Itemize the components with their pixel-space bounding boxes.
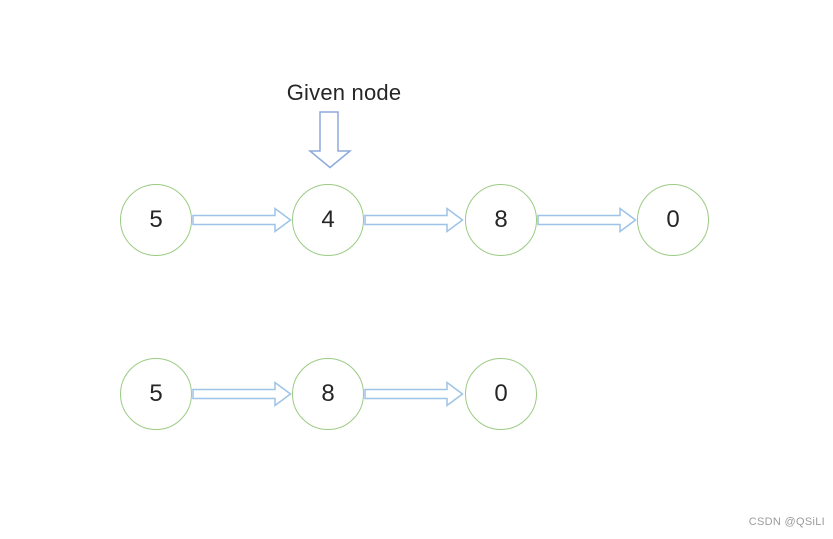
given-node-label: Given node — [286, 80, 402, 105]
list-node: 0 — [637, 184, 709, 256]
next-pointer-arrow-icon — [192, 207, 292, 233]
node-value: 5 — [149, 380, 163, 407]
node-value: 0 — [666, 206, 680, 233]
list-node: 0 — [465, 358, 537, 430]
list-node: 5 — [120, 184, 192, 256]
next-pointer-arrow-icon — [364, 207, 464, 233]
list-node: 5 — [120, 358, 192, 430]
given-node-down-arrow-icon — [308, 111, 352, 169]
list-node: 4 — [292, 184, 364, 256]
next-pointer-arrow-icon — [364, 381, 464, 407]
next-pointer-arrow-icon — [192, 381, 292, 407]
next-pointer-arrow-icon — [537, 207, 637, 233]
node-value: 5 — [149, 206, 163, 233]
watermark-text: CSDN @QSiLI — [748, 516, 825, 528]
node-value: 4 — [321, 206, 335, 233]
list-node: 8 — [292, 358, 364, 430]
node-value: 8 — [494, 206, 508, 233]
node-value: 8 — [321, 380, 335, 407]
list-node: 8 — [465, 184, 537, 256]
node-value: 0 — [494, 380, 508, 407]
